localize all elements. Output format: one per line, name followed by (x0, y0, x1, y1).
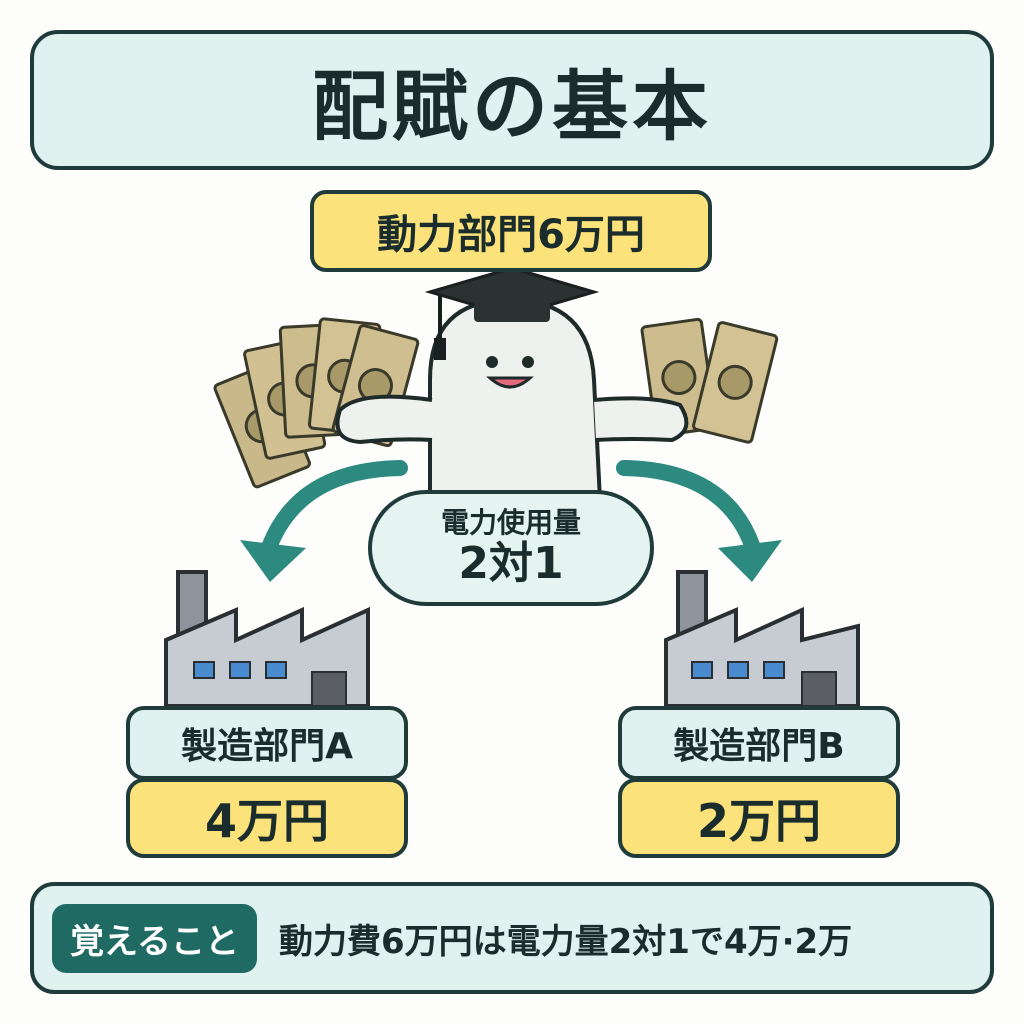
department-b-name: 製造部門B (618, 706, 900, 780)
source-department-label: 動力部門6万円 (310, 190, 712, 272)
department-a-name: 製造部門A (126, 706, 408, 780)
department-a-amount: 4万円 (126, 778, 408, 858)
ratio-bubble: 電力使用量 2対1 (368, 490, 654, 606)
department-b-amount-text: 2万円 (696, 794, 821, 848)
curved-arrow-icon (616, 460, 782, 582)
department-b-name-text: 製造部門B (673, 726, 845, 767)
page-title: 配賦の基本 (30, 30, 994, 170)
factory-icon (664, 570, 860, 708)
factory-icon (164, 570, 370, 708)
graduation-cap-icon (424, 266, 600, 360)
department-b-amount: 2万円 (618, 778, 900, 858)
department-a-amount-text: 4万円 (204, 794, 329, 848)
memo-tag: 覚えること (52, 903, 257, 973)
memo-bar: 覚えること 動力費6万円は電力量2対1で4万·2万 (30, 882, 994, 994)
curved-arrow-icon (240, 460, 408, 582)
source-department-text: 動力部門6万円 (377, 212, 645, 258)
title-text: 配賦の基本 (312, 62, 712, 151)
ratio-label: 電力使用量 (440, 505, 581, 539)
memo-text: 動力費6万円は電力量2対1で4万·2万 (278, 921, 853, 962)
ratio-value: 2対1 (458, 537, 564, 589)
mascot-icon (335, 297, 689, 502)
department-a-name-text: 製造部門A (181, 726, 353, 767)
